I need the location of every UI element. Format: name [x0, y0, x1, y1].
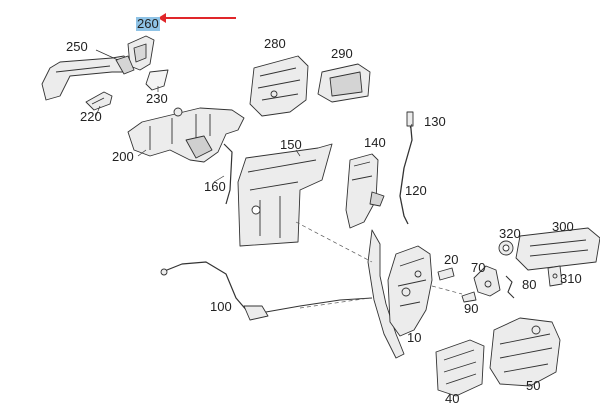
part-250-door-handle [41, 55, 135, 101]
label-10: 10 [407, 330, 422, 345]
part-220-cap [85, 91, 113, 111]
part-50-housing [489, 317, 561, 387]
label-50: 50 [526, 378, 541, 393]
label-100: 100 [210, 299, 232, 314]
part-200-handle-carrier [127, 107, 245, 163]
part-130-cable [399, 111, 414, 225]
part-280-housing [249, 55, 309, 117]
label-250: 250 [66, 39, 88, 54]
label-200: 200 [112, 149, 134, 164]
red-arrow-icon [158, 13, 236, 23]
part-90-bolt [461, 291, 477, 303]
label-80: 80 [522, 277, 537, 292]
label-310: 310 [560, 271, 582, 286]
label-280: 280 [264, 36, 286, 51]
label-290: 290 [331, 46, 353, 61]
label-40: 40 [445, 391, 460, 406]
part-140-bracket [345, 153, 385, 229]
label-140: 140 [364, 135, 386, 150]
label-90: 90 [464, 301, 479, 316]
part-20-screw [437, 267, 455, 281]
label-300: 300 [552, 219, 574, 234]
part-320-gear [498, 240, 514, 256]
assembly-guide-lines [295, 221, 463, 309]
label-160: 160 [204, 179, 226, 194]
label-230: 230 [146, 91, 168, 106]
part-40-actuator [435, 339, 485, 397]
part-100-bowden-cable [160, 261, 373, 321]
part-290-cover [317, 63, 371, 103]
label-220: 220 [80, 109, 102, 124]
part-150-inner-panel [237, 143, 333, 247]
label-320: 320 [499, 226, 521, 241]
label-70: 70 [471, 260, 486, 275]
part-300-board [515, 227, 600, 271]
part-310-motor [547, 265, 563, 287]
leader-lines [95, 49, 413, 183]
label-150: 150 [280, 137, 302, 152]
part-80-spring [505, 275, 515, 299]
label-130: 130 [424, 114, 446, 129]
part-10-door-lock [367, 229, 433, 359]
part-230-gasket [145, 69, 169, 91]
label-260: 260 [136, 16, 160, 31]
label-20: 20 [444, 252, 459, 267]
part-260 [127, 35, 155, 71]
part-70-lever [473, 265, 501, 297]
label-120: 120 [405, 183, 427, 198]
part-160-rod [223, 143, 233, 205]
